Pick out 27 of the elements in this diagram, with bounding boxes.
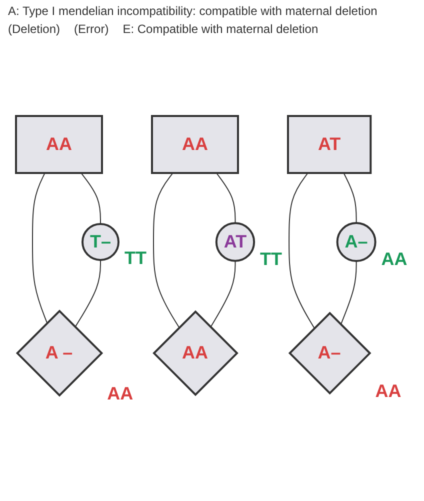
connector <box>288 172 316 329</box>
node-diamond: AA <box>152 310 239 396</box>
genotype-label: AA <box>108 383 134 404</box>
caption-text: (Error) <box>74 22 109 36</box>
node-circle: AT <box>216 222 256 262</box>
genotype-label: TT <box>124 248 147 268</box>
node-diamond: A – <box>16 310 104 397</box>
node-box: AT <box>287 115 372 174</box>
caption-text: (Deletion) <box>8 22 60 36</box>
node-diamond: A– <box>288 312 372 395</box>
connector <box>80 172 102 225</box>
connector <box>340 260 358 326</box>
node-circle: T– <box>82 223 120 262</box>
connector <box>153 172 180 328</box>
node-box: AA <box>15 115 104 174</box>
connector <box>74 260 102 328</box>
node-box: AA <box>151 115 240 174</box>
genotype-label: AA <box>376 381 402 402</box>
connector <box>216 172 236 224</box>
genotype-label: TT <box>260 248 282 269</box>
node-circle: A– <box>336 222 377 262</box>
genotype-label: AA <box>382 249 408 270</box>
caption-text: A: Type I mendelian incompatibility: compatible with maternal deletion <box>8 4 378 18</box>
connector <box>210 260 236 328</box>
connector <box>32 172 48 324</box>
caption-text: E: Compatible with maternal deletion <box>122 22 318 36</box>
connector <box>344 172 358 224</box>
